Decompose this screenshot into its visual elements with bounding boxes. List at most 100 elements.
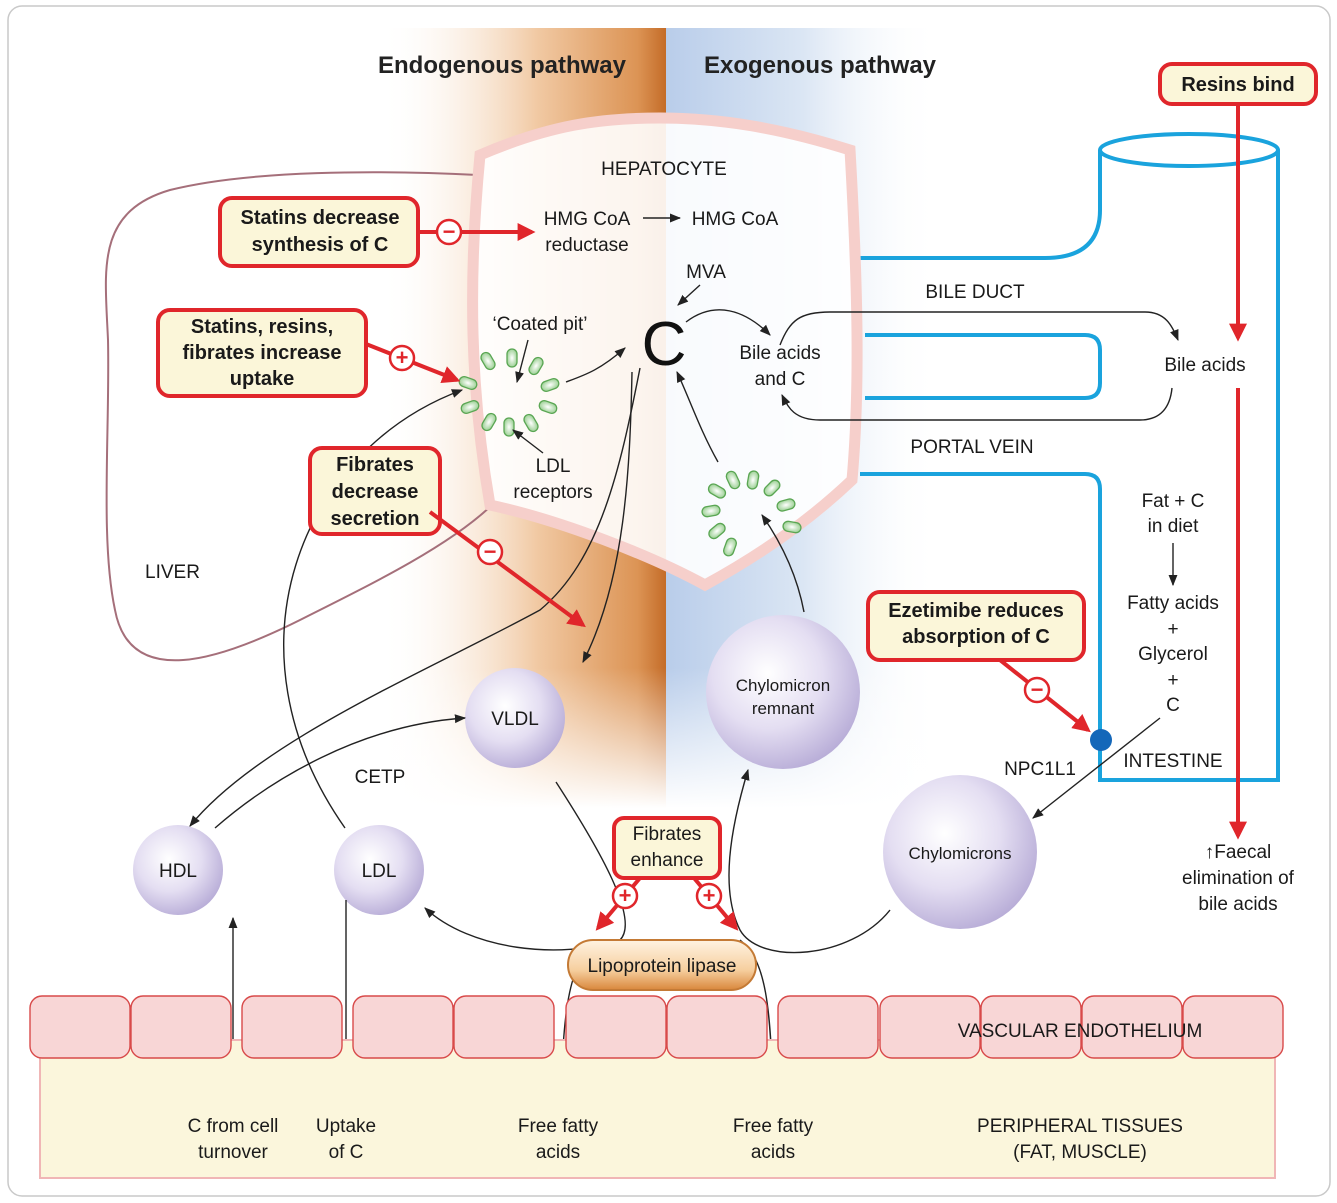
arrow-c-to-hdl bbox=[189, 367, 641, 827]
statins-minus-sign: − bbox=[435, 218, 463, 246]
uptake-box-line2: fibrates increase bbox=[183, 342, 342, 364]
hepatocyte-label: HEPATOCYTE bbox=[601, 159, 727, 180]
increase-uptake-box: Statins, resins, fibrates increase uptak… bbox=[156, 308, 368, 398]
c-diet-label: C bbox=[1166, 695, 1180, 716]
chylomicrons-label: Chylomicrons bbox=[909, 844, 1012, 863]
hdl-particle: HDL bbox=[133, 825, 223, 915]
endogenous-header: Endogenous pathway bbox=[378, 52, 627, 79]
npc1l1-transporter bbox=[1090, 729, 1112, 751]
enhance-sign-right-text: + bbox=[703, 883, 716, 908]
arrow-c-to-vldl bbox=[582, 371, 633, 663]
plus-1: + bbox=[1167, 619, 1178, 640]
peripheral-line2: (FAT, MUSCLE) bbox=[1013, 1142, 1147, 1163]
lipoprotein-lipase: Lipoprotein lipase bbox=[567, 939, 757, 991]
fibrates-line1: Fibrates bbox=[336, 454, 414, 476]
lipoprotein-lipase-label: Lipoprotein lipase bbox=[588, 956, 737, 977]
vascular-endothelium bbox=[29, 995, 1284, 1059]
diet-line2: in diet bbox=[1148, 516, 1199, 537]
enhance-plus-left: + bbox=[611, 882, 639, 910]
uptake-sign-text: + bbox=[396, 345, 409, 370]
statins-line2: synthesis of C bbox=[252, 234, 389, 256]
ezetimibe-line2: absorption of C bbox=[902, 626, 1050, 648]
arrow-hdl-to-vldl bbox=[214, 714, 467, 829]
intestine-label: INTESTINE bbox=[1123, 751, 1222, 772]
chylo-remnant-line1: Chylomicron bbox=[736, 676, 830, 695]
bile-acids-c-line1: Bile acids bbox=[739, 343, 820, 364]
uptake-box-line1: Statins, resins, bbox=[191, 316, 333, 338]
ezetimibe-sign-text: − bbox=[1031, 677, 1044, 702]
coated-pit-receptors bbox=[458, 348, 560, 437]
resins-box: Resins bind bbox=[1158, 62, 1318, 106]
diet-line1: Fat + C bbox=[1142, 491, 1205, 512]
liver-label: LIVER bbox=[145, 562, 200, 583]
faecal-line2: elimination of bbox=[1182, 868, 1295, 889]
arrow-chylo-to-remnant bbox=[728, 768, 891, 954]
fibrates-line2: decrease bbox=[332, 481, 419, 503]
vascular-endothelium-label: VASCULAR ENDOTHELIUM bbox=[958, 1021, 1203, 1042]
bile-acids-label: Bile acids bbox=[1164, 355, 1245, 376]
ezetimibe-box: Ezetimibe reduces absorption of C bbox=[866, 590, 1086, 662]
plus-2: + bbox=[1167, 670, 1178, 691]
fibrates-secretion-arrow bbox=[428, 510, 586, 628]
enhance-line2: enhance bbox=[631, 850, 704, 871]
uptake-box-line3: uptake bbox=[230, 368, 294, 390]
bile-duct-tube bbox=[860, 132, 1280, 782]
portal-vein-label: PORTAL VEIN bbox=[910, 437, 1033, 458]
peripheral-line1: PERIPHERAL TISSUES bbox=[977, 1116, 1183, 1137]
ldl-particle: LDL bbox=[334, 825, 424, 915]
frame bbox=[7, 5, 1331, 1197]
hdl-label: HDL bbox=[159, 861, 197, 882]
arrow-remnant-to-c bbox=[676, 370, 719, 463]
uptake-line1: Uptake bbox=[316, 1116, 376, 1137]
cetp-label: CETP bbox=[355, 767, 406, 788]
vldl-label: VLDL bbox=[491, 709, 539, 730]
c-turnover-line1: C from cell bbox=[188, 1116, 279, 1137]
ffa1-line2: acids bbox=[536, 1142, 580, 1163]
hmg-coa-label: HMG CoA bbox=[692, 209, 779, 230]
chylomicron-remnant-particle: Chylomicron remnant bbox=[706, 615, 860, 769]
ffa2-line1: Free fatty bbox=[733, 1116, 814, 1137]
faecal-line1: ↑Faecal bbox=[1205, 842, 1272, 863]
ldl-receptors-line2: receptors bbox=[513, 482, 592, 503]
fibrates-minus-sign: − bbox=[476, 538, 504, 566]
uptake-line2: of C bbox=[329, 1142, 364, 1163]
hmg-coa-reductase-line2: reductase bbox=[545, 235, 628, 256]
fatty-acids-label: Fatty acids bbox=[1127, 593, 1219, 614]
fibrates-enhance-box: Fibrates enhance bbox=[612, 816, 722, 880]
liver-outline bbox=[104, 171, 493, 662]
chylomicrons-particle: Chylomicrons bbox=[883, 775, 1037, 929]
vldl-particle: VLDL bbox=[465, 668, 565, 768]
arrow-portal-vein bbox=[781, 387, 1173, 421]
arrow-bile-duct bbox=[779, 311, 1179, 346]
coated-pit-pointer bbox=[515, 339, 529, 384]
resins-label: Resins bind bbox=[1181, 74, 1294, 96]
statins-synthesis-box: Statins decrease synthesis of C bbox=[218, 196, 420, 268]
arrow-ldl-to-pit bbox=[283, 389, 464, 829]
fibrates-sign-text: − bbox=[484, 539, 497, 564]
enhance-sign-left-text: + bbox=[619, 883, 632, 908]
enhance-plus-right: + bbox=[695, 882, 723, 910]
bile-duct-label: BILE DUCT bbox=[925, 282, 1025, 303]
npc1l1-label: NPC1L1 bbox=[1004, 759, 1076, 780]
c-turnover-line2: turnover bbox=[198, 1142, 268, 1163]
hmg-coa-reductase-line1: HMG CoA bbox=[544, 209, 631, 230]
fibrates-secretion-box: Fibrates decrease secretion bbox=[308, 446, 442, 536]
arrow-c-to-bile bbox=[685, 309, 771, 336]
ldl-receptor-pointer bbox=[512, 429, 544, 454]
remnant-receptors bbox=[701, 470, 802, 557]
cholesterol-c: C bbox=[642, 310, 687, 379]
peripheral-tissues-area bbox=[39, 1039, 1276, 1179]
uptake-plus-sign: + bbox=[388, 344, 416, 372]
ezetimibe-line1: Ezetimibe reduces bbox=[888, 600, 1064, 622]
ldl-receptors-line1: LDL bbox=[536, 456, 571, 477]
enhance-line1: Fibrates bbox=[633, 824, 702, 845]
ezetimibe-minus-sign: − bbox=[1023, 676, 1051, 704]
arrow-to-chylomicrons bbox=[1032, 717, 1161, 819]
ffa1-line1: Free fatty bbox=[518, 1116, 599, 1137]
hepatocyte-cell bbox=[467, 112, 863, 592]
fibrates-line3: secretion bbox=[331, 508, 420, 530]
ffa2-line2: acids bbox=[751, 1142, 795, 1163]
faecal-line3: bile acids bbox=[1198, 894, 1277, 915]
